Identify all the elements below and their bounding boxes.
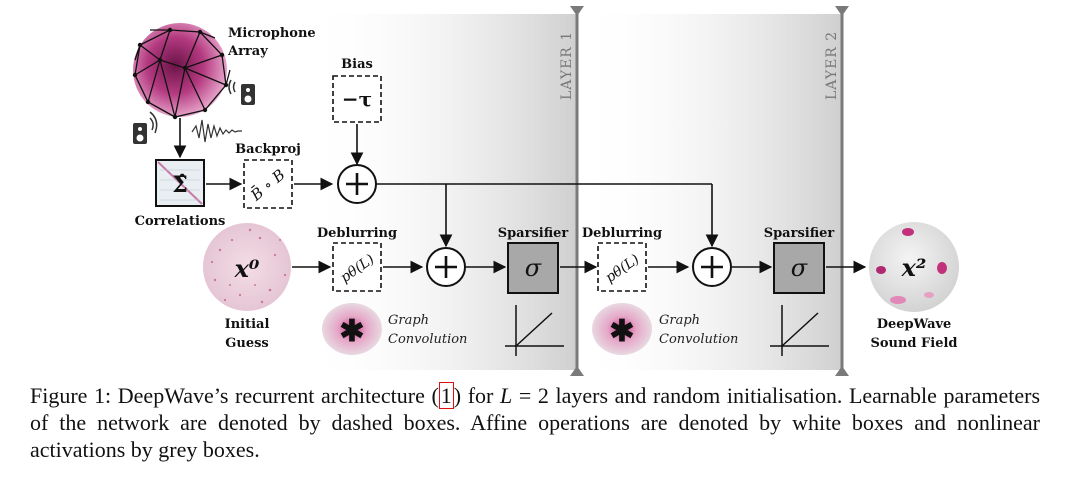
relu-plot-icon xyxy=(770,305,829,356)
layer2-separator xyxy=(835,6,849,376)
layer1-label: LAYER 1 xyxy=(559,31,575,100)
waveform-icon xyxy=(191,119,242,143)
caption-part1: Figure 1: DeepWave’s recurrent architect… xyxy=(30,383,439,408)
sparsifier-2-box xyxy=(773,242,825,294)
sparsifier-2-label: Sparsifier xyxy=(764,226,835,241)
graph-conv-1-label-1: Graph xyxy=(388,313,429,328)
sigma-hat-symbol: Σ̂ xyxy=(172,172,188,198)
sparsifier-1-label: Sparsifier xyxy=(498,226,569,241)
deblurring-2-box xyxy=(597,242,647,292)
initial-guess-label-2: Guess xyxy=(225,336,268,351)
bias-box xyxy=(332,75,382,123)
correlations-matrix xyxy=(155,159,205,207)
backproj-label: Backproj xyxy=(235,142,301,157)
caption-L-symbol: L xyxy=(500,383,513,408)
caption-part3: = 2 layers and random initialisation. Le… xyxy=(30,383,1041,462)
speaker-icon xyxy=(133,111,158,144)
citation-link[interactable]: 1 xyxy=(438,382,454,409)
deepwave-label-1: DeepWave xyxy=(877,317,952,332)
graph-conv-2-label-2: Convolution xyxy=(659,332,738,347)
deepwave-label-2: Sound Field xyxy=(870,336,957,351)
layer2-sum-node xyxy=(692,247,732,287)
graph-conv-2-label-1: Graph xyxy=(659,313,700,328)
sparsifier-1-box xyxy=(507,242,559,294)
bias-symbol: −τ xyxy=(342,87,372,111)
x0-symbol: x⁰ xyxy=(234,254,260,283)
layer1-separator xyxy=(570,6,584,376)
initial-guess-sphere xyxy=(203,223,291,311)
graph-convolution-icon: ✱ xyxy=(592,303,652,355)
layer2-label: LAYER 2 xyxy=(824,31,840,100)
layer1-sum-node xyxy=(426,247,466,287)
deblurring-1-label: Deblurring xyxy=(317,226,397,241)
deblurring-2-label: Deblurring xyxy=(582,226,662,241)
deblurring-1-box xyxy=(332,242,382,292)
bias-sum-node xyxy=(337,164,377,204)
microphone-array-label-2: Array xyxy=(227,44,268,59)
caption-part2: ) for xyxy=(453,383,500,408)
relu-plot-icon xyxy=(505,305,564,356)
svg-text:✱: ✱ xyxy=(609,314,634,349)
sigma-2-symbol: σ xyxy=(791,254,808,282)
graph-convolution-icon: ✱ xyxy=(322,303,382,355)
x2-symbol: x² xyxy=(901,253,927,282)
sigma-1-symbol: σ xyxy=(525,254,542,282)
sound-field-sphere xyxy=(869,222,959,312)
correlations-label: Correlations xyxy=(135,214,226,229)
bias-label: Bias xyxy=(341,57,373,72)
svg-text:✱: ✱ xyxy=(339,314,364,349)
speaker-icon xyxy=(228,79,255,105)
graph-conv-1-label-2: Convolution xyxy=(388,332,467,347)
initial-guess-label-1: Initial xyxy=(225,317,270,332)
microphone-array-label-1: Microphone xyxy=(228,26,316,41)
figure-caption: Figure 1: DeepWave’s recurrent architect… xyxy=(30,382,1040,463)
backproj-box xyxy=(243,159,293,209)
microphone-array-sphere xyxy=(132,23,231,120)
